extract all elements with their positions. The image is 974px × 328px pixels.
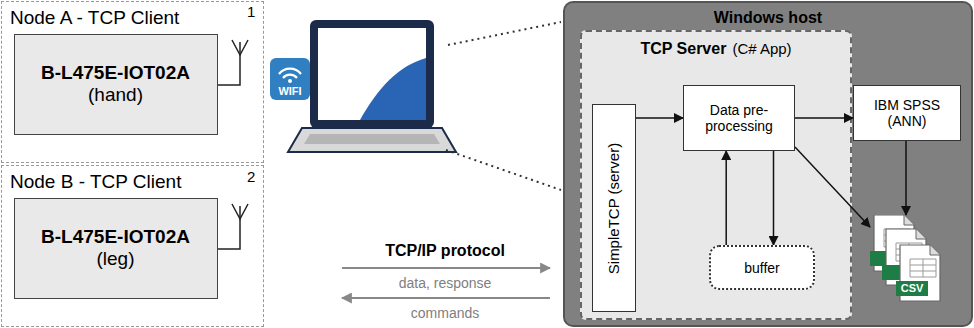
node-text: buffer [744,260,780,276]
callout-number: 2 [247,168,261,185]
node-text: (ANN) [888,113,927,129]
antenna-symbol [218,40,248,249]
node-section: Node B - TCP ClientB-L475E-IOT02A(leg) [1,165,264,327]
server-panel: TCP Server (C# App) SimpleTCP (server) Data… [580,30,852,320]
node-section: Node A - TCP ClientB-L475E-IOT02A(hand) [1,1,264,163]
flow-arrow [905,141,907,215]
csv-icon: CSV [870,215,942,305]
laptop-icon [288,20,456,152]
badge-text: WIFI [270,85,310,97]
node-text: IBM SPSS [874,97,940,113]
board-box: B-L475E-IOT02A(hand) [14,34,218,135]
board-box: B-L475E-IOT02A(leg) [14,198,218,299]
flow-arrow [773,151,775,245]
node-text: Node A - TCP Client [10,7,255,29]
node-text: B-L475E-IOT02A [41,226,190,248]
flow-arrow [636,117,683,119]
node-text: Data pre-processing [688,102,790,134]
node-text: (C# App) [732,40,791,57]
module-box: SimpleTCP (server) [592,104,636,312]
node-text: Node B - TCP Client [10,171,255,193]
process-box: Data pre-processing [683,85,795,151]
node-text: (hand) [88,84,143,106]
flow-arrow [725,151,727,245]
zoom-lines [446,22,561,190]
node-text: B-L475E-IOT02A [41,62,190,84]
node-text: (leg) [96,248,134,270]
flow-arrow [795,147,870,227]
callout-number: 1 [247,3,261,20]
node-text: TCP Server [640,40,726,58]
arrow-label: commands [330,305,560,321]
arrow-label: data, response [330,275,560,291]
wifi-badge [270,58,310,100]
process-box: IBM SPSS(ANN) [853,85,961,141]
node-text: Windows host [565,9,971,27]
protocol-title: TCP/IP protocol [330,242,560,260]
node-text: CSV [896,281,928,296]
host-panel: Windows hostTCP Server (C# App) SimpleTCP … [563,1,973,327]
node-text: SimpleTCP (server) [606,142,623,273]
buffer-box: buffer [709,245,815,290]
flow-arrow [795,117,853,119]
